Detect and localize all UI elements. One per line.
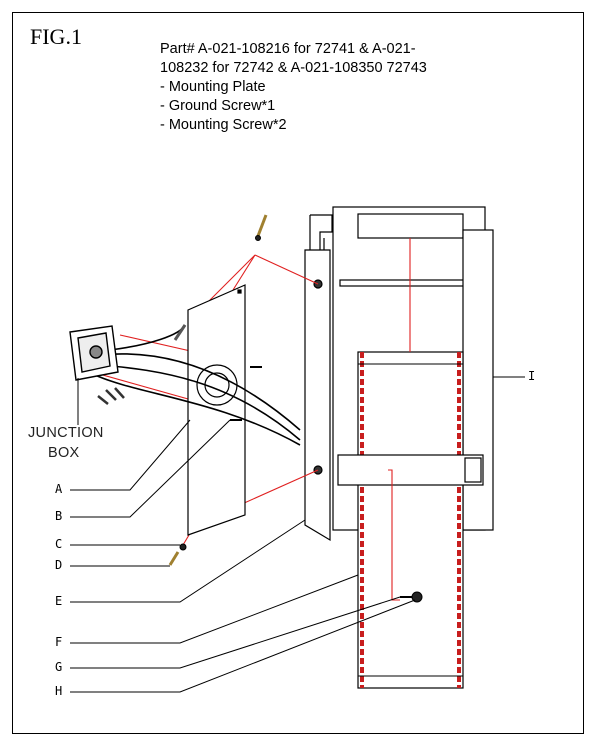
callout-f: F bbox=[55, 635, 63, 649]
junction-box-label-line1: JUNCTION bbox=[28, 425, 104, 441]
wires bbox=[94, 324, 301, 446]
pole bbox=[357, 351, 464, 689]
junction-box bbox=[69, 325, 125, 405]
callout-d: D bbox=[55, 558, 63, 572]
callout-e: E bbox=[55, 594, 63, 608]
callout-a: A bbox=[55, 482, 63, 496]
description-line: Part# A-021-108216 for 72741 & A-021- bbox=[160, 41, 416, 57]
callout-c: C bbox=[55, 537, 63, 551]
callout-g: G bbox=[55, 660, 63, 674]
part-description: Part# A-021-108216 for 72741 & A-021- 10… bbox=[160, 40, 427, 135]
callout-h: H bbox=[55, 684, 63, 698]
description-line: - Mounting Plate bbox=[160, 79, 266, 95]
screws bbox=[168, 214, 423, 603]
callout-b: B bbox=[55, 509, 63, 523]
description-line: - Ground Screw*1 bbox=[160, 98, 276, 114]
callout-i: I bbox=[528, 369, 536, 383]
back-plate bbox=[304, 249, 331, 542]
bracket-arm bbox=[337, 454, 484, 486]
description-line: - Mounting Screw*2 bbox=[160, 117, 287, 133]
figure-label: FIG.1 bbox=[30, 24, 82, 49]
junction-box-label-line2: BOX bbox=[48, 445, 80, 461]
description-line: 108232 for 72742 & A-021-108350 72743 bbox=[160, 60, 427, 76]
callout-leaders bbox=[70, 376, 525, 693]
